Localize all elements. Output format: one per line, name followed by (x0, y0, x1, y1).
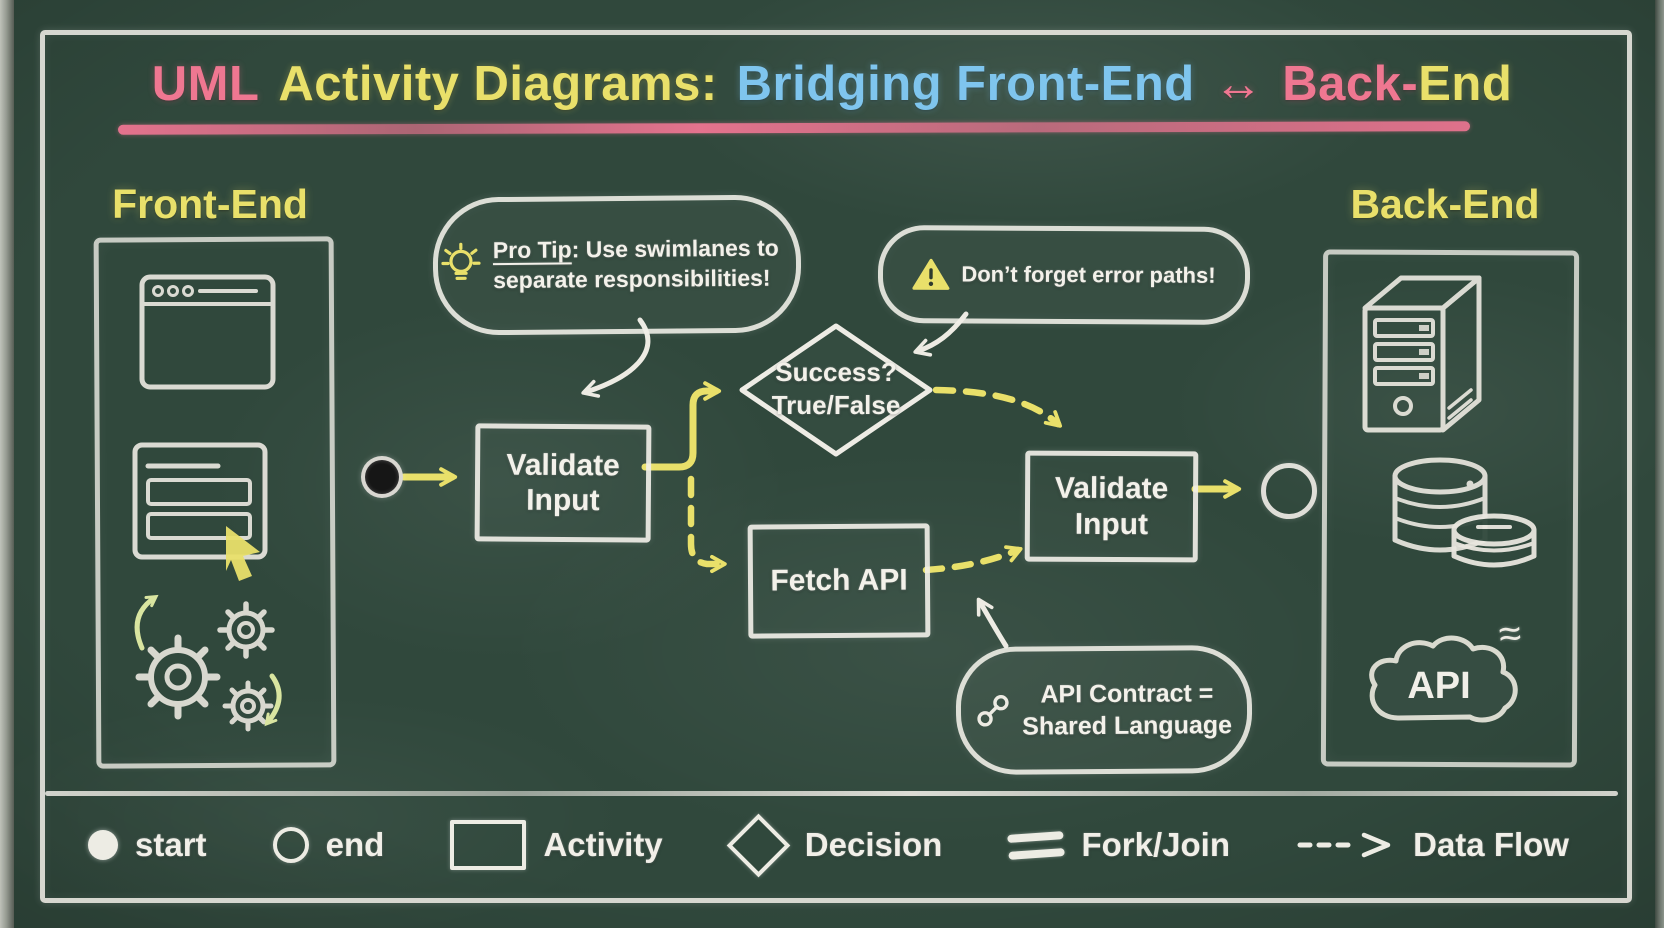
api-contract-text: API Contract = Shared Language (1022, 678, 1233, 741)
page-title: UML Activity Diagrams: Bridging Front-En… (0, 56, 1664, 112)
rotation-arrows (134, 594, 282, 727)
form-with-cursor-icon (132, 442, 268, 581)
board-border (40, 30, 1632, 903)
server-tower-icon (1362, 275, 1482, 433)
api-contract-callout: API Contract = Shared Language (955, 644, 1253, 776)
end-node (1261, 463, 1317, 519)
legend-item-start: start (88, 826, 207, 864)
title-word-bridging-frontend: Bridging Front-End (736, 57, 1195, 111)
left-right-arrow-icon: ↔ (1213, 57, 1264, 111)
board-frame-right-edge (1655, 0, 1664, 928)
decision-label: Success? True/False (771, 357, 901, 420)
pro-tip-callout: Pro Tip: Use swimlanes to separate respo… (432, 194, 802, 336)
data-flow-icon (1297, 832, 1391, 858)
legend: start end Activity Decision Fork/Join Da… (88, 808, 1569, 882)
fork-join-icon (1007, 830, 1066, 860)
activity-validate-input-frontend: Validate Input (474, 423, 652, 543)
lightbulb-icon (441, 242, 481, 280)
warning-icon (912, 258, 950, 290)
gears-icon (134, 594, 282, 732)
error-paths-text: Don’t forget error paths! (961, 261, 1216, 288)
cursor-icon (226, 526, 260, 581)
board-frame-left-edge (0, 0, 14, 928)
title-word-activity-diagrams: Activity Diagrams: (278, 57, 718, 111)
legend-separator (45, 791, 1618, 796)
legend-item-activity: Activity (450, 820, 663, 870)
legend-item-decision: Decision (726, 813, 942, 877)
api-cloud-icon: API (1369, 635, 1518, 723)
decision-icon (726, 813, 791, 877)
activity-fetch-api: Fetch API (747, 523, 931, 639)
pro-tip-text: Pro Tip: Use swimlanes to separate respo… (492, 234, 779, 294)
frontend-lane-label: Front-End (112, 181, 308, 227)
end-node-icon (272, 827, 309, 863)
cloud-api-label: API (1407, 665, 1470, 707)
activity-icon (450, 820, 527, 870)
legend-item-data-flow: Data Flow (1296, 826, 1569, 864)
browser-window-icon (139, 274, 276, 390)
cloud-steam-squiggle: ≈ (1496, 610, 1524, 658)
database-icon (1392, 457, 1537, 568)
error-paths-callout: Don’t forget error paths! (877, 225, 1251, 325)
link-icon (977, 695, 1009, 727)
start-node (361, 456, 403, 498)
title-word-uml: UML (151, 57, 260, 111)
title-word-backend: Back-End (1282, 57, 1513, 111)
backend-lane-label: Back-End (1350, 181, 1540, 227)
legend-item-fork-join: Fork/Join (1007, 826, 1230, 864)
start-node-icon (88, 830, 118, 860)
legend-item-end: end (272, 826, 384, 864)
activity-validate-input-backend: Validate Input (1024, 450, 1199, 563)
